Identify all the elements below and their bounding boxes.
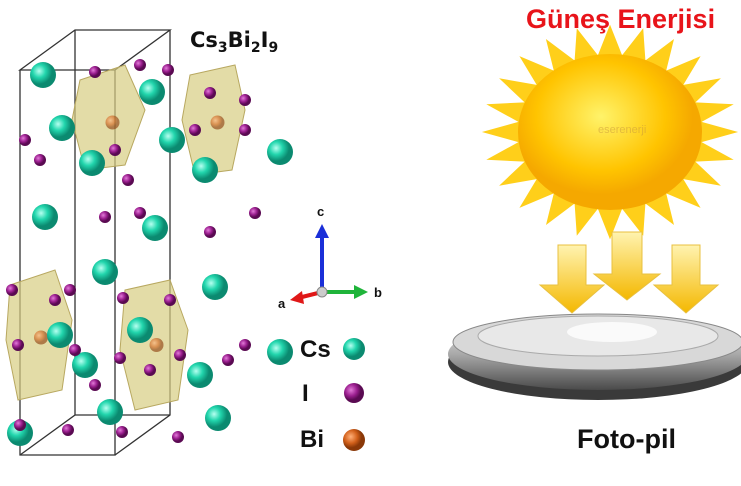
axis-triad [290,224,368,304]
sun-icon [481,24,739,240]
cs-legend-sphere [343,338,365,360]
watermark: eserenerji [598,124,647,136]
photocell-label: Foto-pil [577,424,676,454]
axis-a-label: a [278,296,286,311]
legend-cs: Cs [300,336,331,363]
formula-title: Cs3Bi2I9 [190,28,279,57]
legend-i: I [302,380,309,407]
axis-b-label: b [374,285,382,300]
legend-bi: Bi [300,426,324,453]
solar-energy-title: Güneş Enerjisi [526,4,716,34]
crystal-structure [5,29,293,456]
axis-c-label: c [317,204,325,219]
photocell-disk [448,313,741,400]
i-legend-sphere [344,383,364,403]
bi-legend-sphere [343,429,365,451]
light-arrows [538,231,720,314]
